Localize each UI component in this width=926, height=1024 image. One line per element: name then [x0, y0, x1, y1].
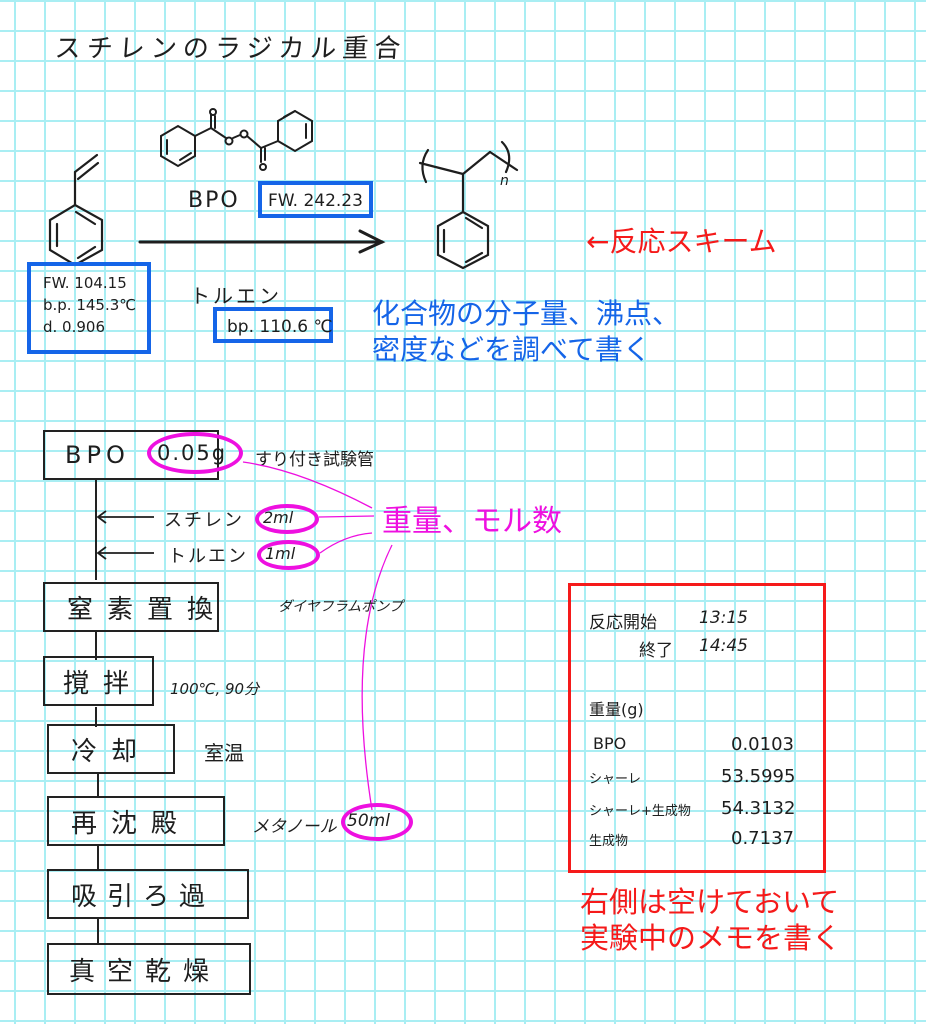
- amount-annotation: 重量、モル数: [382, 504, 562, 539]
- properties-annotation: 化合物の分子量、沸点、 密度などを調べて書く: [372, 296, 680, 368]
- amount-highlight-methanol: [341, 803, 413, 841]
- memo-annotation: 右側は空けておいて 実験中のメモを書く: [580, 884, 841, 956]
- memo-start-time: 13:15: [699, 608, 748, 628]
- experiment-memo-box: 反応開始 13:15 終了 14:45 重量(g) BPO 0.0103 シャー…: [568, 583, 826, 873]
- memo-weight-value: 0.7137: [731, 828, 794, 849]
- reaction-arrow-icon: [138, 229, 386, 254]
- bpo-structure-icon: [160, 108, 313, 171]
- memo-weight-label: シャーレ: [589, 772, 642, 787]
- step-cooling-box: 冷却: [47, 724, 175, 774]
- memo-end-label: 終了: [639, 641, 673, 661]
- flow-connector: [95, 632, 97, 660]
- addition-toluene-label: トルエン: [168, 546, 248, 567]
- step-nitrogen-label: 窒素置換: [67, 594, 228, 625]
- amount-highlight-styrene: [255, 504, 319, 534]
- step-filtration-label: 吸引ろ過: [71, 881, 216, 912]
- amount-highlight-bpo: [147, 432, 243, 474]
- styrene-density: d. 0.906: [43, 318, 105, 336]
- solvent-label: トルエン: [190, 284, 282, 308]
- step-reprecipitation-note: メタノール: [252, 817, 337, 837]
- addition-arrow-icon: [96, 510, 154, 524]
- flow-connector: [97, 917, 99, 945]
- step-bpo-note: すり付き試験管: [255, 450, 374, 470]
- step-reprecipitation-box: 再沈殿: [47, 796, 225, 846]
- flow-connector: [95, 478, 97, 580]
- memo-weight-value: 0.0103: [731, 734, 794, 755]
- step-stirring-box: 撹拌: [43, 656, 154, 706]
- scheme-annotation: ←反応スキーム: [586, 225, 777, 258]
- step-bpo-box: BPO: [43, 430, 219, 480]
- properties-annotation-line2: 密度などを調べて書く: [372, 333, 651, 366]
- memo-weight-value: 54.3132: [721, 798, 796, 819]
- addition-styrene-amount: 2ml: [263, 508, 294, 527]
- step-reprecipitation-label: 再沈殿: [71, 808, 192, 839]
- bpo-fw: FW. 242.23: [268, 191, 363, 211]
- step-stirring-label: 撹拌: [63, 668, 144, 699]
- memo-weight-label: BPO: [593, 734, 627, 753]
- solvent-bp-box: bp. 110.6 ℃: [213, 307, 333, 343]
- bpo-label: BPO: [188, 188, 240, 213]
- step-vacuum-drying-box: 真空乾燥: [47, 943, 251, 995]
- memo-annotation-line2: 実験中のメモを書く: [580, 921, 842, 955]
- memo-weight-value: 53.5995: [721, 766, 796, 787]
- styrene-fw: FW. 104.15: [43, 274, 127, 292]
- step-nitrogen-note: ダイヤフラムポンプ: [278, 599, 403, 615]
- step-bpo-amount: 0.05g: [157, 441, 228, 465]
- step-filtration-box: 吸引ろ過: [47, 869, 249, 919]
- properties-annotation-line1: 化合物の分子量、沸点、: [372, 297, 681, 330]
- step-cooling-label: 冷却: [71, 736, 152, 767]
- memo-weight-label: シャーレ+生成物: [589, 804, 691, 819]
- flow-connector: [97, 845, 99, 869]
- styrene-properties-box: FW. 104.15 b.p. 145.3℃ d. 0.906: [27, 262, 151, 354]
- step-bpo-label: BPO: [65, 441, 130, 469]
- memo-end-time: 14:45: [699, 636, 748, 656]
- step-reprecipitation-amount: 50ml: [347, 811, 390, 831]
- flow-connector: [97, 773, 99, 797]
- addition-styrene-label: スチレン: [164, 510, 244, 531]
- bpo-fw-box: FW. 242.23: [258, 181, 373, 218]
- step-stirring-note: 100℃, 90分: [170, 680, 260, 698]
- flow-connector: [95, 707, 97, 727]
- amount-highlight-toluene: [257, 540, 320, 570]
- step-cooling-note: 室温: [204, 741, 244, 765]
- step-nitrogen-box: 窒素置換: [43, 582, 219, 632]
- polymer-subscript: n: [500, 173, 509, 189]
- memo-annotation-line1: 右側は空けておいて: [580, 885, 840, 919]
- styrene-bp: b.p. 145.3℃: [43, 296, 137, 314]
- solvent-bp: bp. 110.6 ℃: [227, 317, 333, 337]
- polystyrene-structure-icon: n: [418, 140, 519, 270]
- addition-toluene-amount: 1ml: [265, 544, 296, 563]
- memo-weights-header: 重量(g): [589, 700, 644, 719]
- memo-weight-label: 生成物: [589, 834, 629, 849]
- addition-arrow-icon: [96, 546, 154, 560]
- step-vacuum-drying-label: 真空乾燥: [69, 956, 222, 987]
- memo-start-label: 反応開始: [589, 613, 657, 633]
